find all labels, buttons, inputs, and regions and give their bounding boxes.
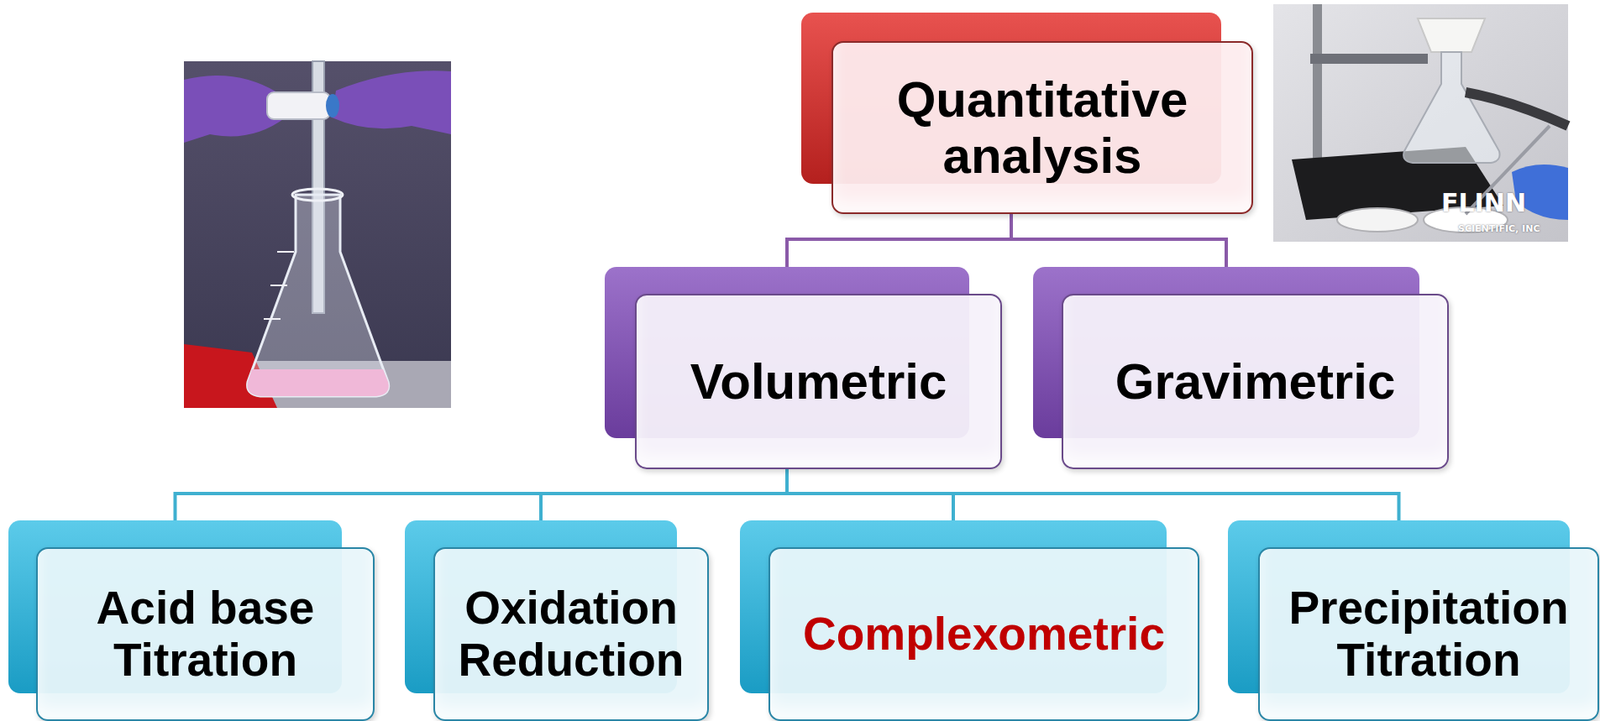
category-box: Complexometric bbox=[739, 520, 1200, 721]
flask-rim bbox=[292, 188, 343, 201]
category-box: Oxidation Reduction bbox=[404, 520, 709, 721]
box-label: Quantitative analysis bbox=[846, 71, 1239, 184]
flask-mark bbox=[277, 251, 294, 253]
flask bbox=[247, 194, 389, 397]
filtration-photo bbox=[1273, 4, 1569, 242]
tree-connector bbox=[1011, 214, 1227, 268]
box-label: Precipitation Titration bbox=[1273, 582, 1585, 687]
box-face: Volumetric bbox=[634, 293, 1002, 470]
category-box: Precipitation Titration bbox=[1227, 520, 1600, 721]
stopcock bbox=[267, 92, 331, 120]
category-box: Gravimetric bbox=[1033, 267, 1449, 470]
tree-connector bbox=[786, 469, 1400, 521]
ring-stand-rod bbox=[1312, 4, 1322, 164]
flask-mark bbox=[270, 284, 288, 287]
pink-liquid bbox=[247, 369, 389, 397]
box-face: Quantitative analysis bbox=[831, 41, 1254, 215]
funnel bbox=[1417, 18, 1485, 53]
clamp bbox=[1310, 53, 1428, 64]
box-label: Volumetric bbox=[690, 353, 948, 410]
watermark: FLINN bbox=[1441, 188, 1527, 218]
box-face: Precipitation Titration bbox=[1258, 547, 1600, 721]
box-face: Acid base Titration bbox=[36, 547, 375, 721]
right-glove bbox=[331, 70, 452, 135]
box-label: Oxidation Reduction bbox=[448, 582, 694, 687]
photo-ground bbox=[1273, 4, 1569, 242]
box-face: Gravimetric bbox=[1061, 293, 1449, 470]
category-box: Quantitative analysis bbox=[801, 12, 1254, 215]
petri-dish bbox=[1337, 208, 1418, 232]
category-box: Volumetric bbox=[604, 267, 1002, 470]
tree-connector bbox=[540, 469, 787, 521]
stopcock-key bbox=[325, 94, 340, 118]
vacuum-hose bbox=[1465, 92, 1569, 126]
box-label: Acid base Titration bbox=[51, 582, 360, 687]
tree-connector bbox=[175, 469, 788, 521]
titration-photo bbox=[183, 61, 452, 409]
tree-connector bbox=[786, 214, 1012, 268]
box-face: Complexometric bbox=[768, 547, 1200, 721]
category-box: Acid base Titration bbox=[8, 520, 375, 721]
box-label: Gravimetric bbox=[1115, 353, 1396, 410]
flask-mark bbox=[263, 318, 281, 320]
box-label: Complexometric bbox=[802, 608, 1165, 661]
photo-ground bbox=[183, 61, 452, 409]
watermark: SCIENTIFIC, INC bbox=[1458, 223, 1540, 235]
filter-flask bbox=[1403, 52, 1500, 163]
box-face: Oxidation Reduction bbox=[433, 547, 709, 721]
